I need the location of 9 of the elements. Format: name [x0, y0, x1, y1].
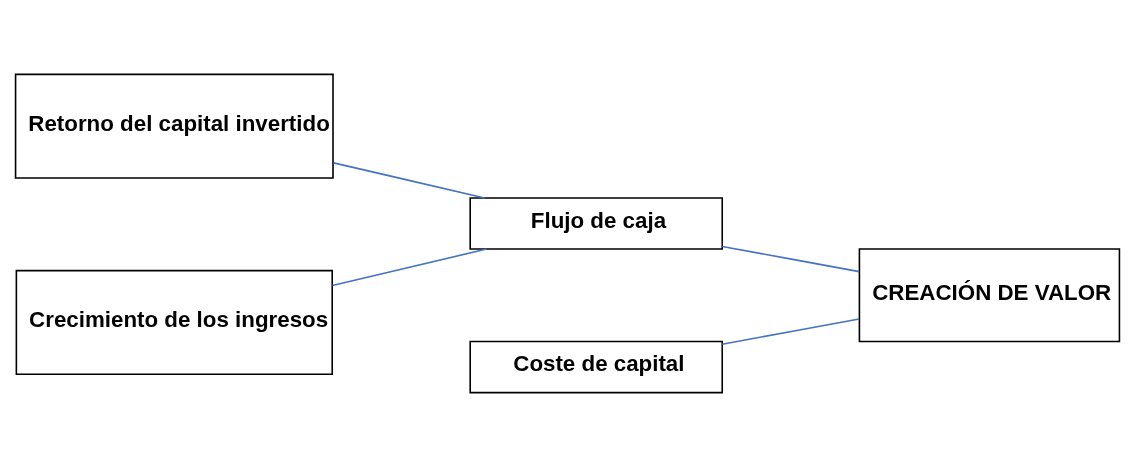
connector — [721, 245, 860, 272]
node-box: CREACIÓN DE VALOR — [858, 247, 1121, 342]
node-box: Retorno del capital invertido — [14, 73, 334, 179]
node-box: Crecimiento de los ingresos — [15, 269, 333, 375]
node-box: Flujo de caja — [469, 196, 724, 250]
node-box: Coste de capital — [469, 340, 724, 393]
connector — [331, 247, 488, 286]
connector — [332, 161, 486, 199]
connector — [721, 317, 860, 345]
